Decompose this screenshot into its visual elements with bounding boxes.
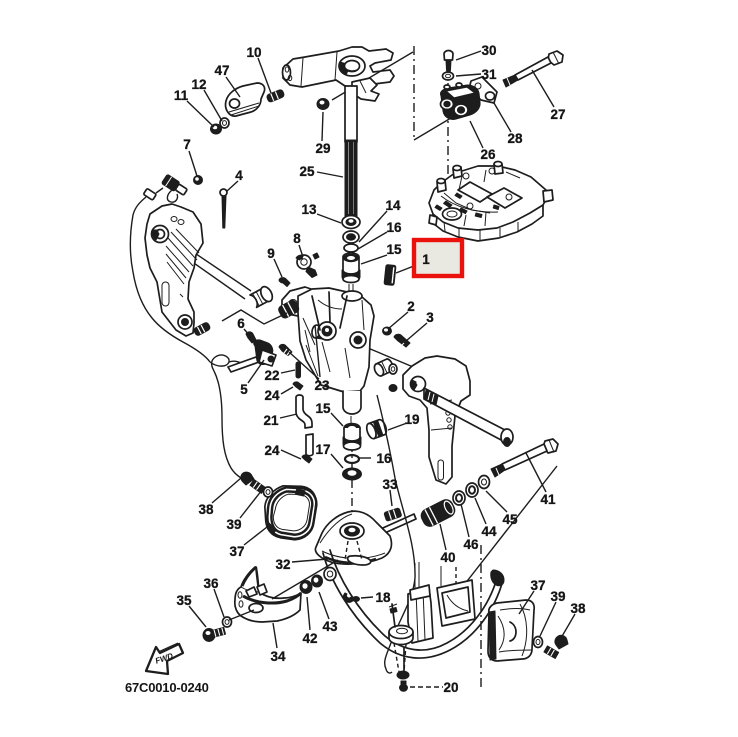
svg-text:14: 14 bbox=[385, 198, 401, 213]
svg-text:15: 15 bbox=[386, 242, 402, 257]
svg-text:26: 26 bbox=[480, 147, 496, 162]
svg-text:29: 29 bbox=[315, 141, 330, 156]
svg-text:20: 20 bbox=[443, 680, 458, 695]
svg-text:35: 35 bbox=[176, 593, 192, 608]
svg-text:2: 2 bbox=[407, 299, 415, 314]
svg-text:5: 5 bbox=[240, 382, 248, 397]
svg-text:15: 15 bbox=[315, 401, 331, 416]
svg-text:22: 22 bbox=[264, 368, 279, 383]
svg-text:24: 24 bbox=[264, 388, 280, 403]
svg-text:42: 42 bbox=[302, 631, 317, 646]
svg-text:16: 16 bbox=[376, 451, 392, 466]
svg-text:28: 28 bbox=[507, 131, 523, 146]
svg-text:17: 17 bbox=[315, 442, 330, 457]
svg-text:23: 23 bbox=[314, 378, 330, 393]
svg-text:41: 41 bbox=[540, 492, 556, 507]
svg-text:18: 18 bbox=[375, 590, 391, 605]
svg-text:10: 10 bbox=[246, 45, 261, 60]
svg-text:1: 1 bbox=[422, 252, 430, 267]
svg-text:47: 47 bbox=[214, 63, 229, 78]
svg-text:21: 21 bbox=[263, 413, 279, 428]
svg-text:38: 38 bbox=[198, 502, 214, 517]
svg-text:30: 30 bbox=[481, 43, 496, 58]
svg-text:36: 36 bbox=[203, 576, 219, 591]
svg-text:27: 27 bbox=[550, 107, 565, 122]
svg-text:6: 6 bbox=[237, 316, 245, 331]
svg-text:44: 44 bbox=[481, 524, 497, 539]
svg-text:34: 34 bbox=[270, 649, 286, 664]
svg-text:3: 3 bbox=[426, 310, 434, 325]
svg-text:4: 4 bbox=[235, 168, 243, 183]
svg-text:33: 33 bbox=[382, 477, 398, 492]
svg-text:37: 37 bbox=[229, 544, 244, 559]
svg-text:40: 40 bbox=[440, 550, 455, 565]
svg-text:25: 25 bbox=[299, 164, 315, 179]
svg-text:12: 12 bbox=[191, 77, 206, 92]
svg-text:45: 45 bbox=[502, 512, 518, 527]
svg-text:67C0010-0240: 67C0010-0240 bbox=[125, 680, 209, 695]
svg-text:43: 43 bbox=[322, 619, 338, 634]
svg-text:11: 11 bbox=[174, 88, 189, 103]
svg-text:7: 7 bbox=[183, 137, 191, 152]
svg-text:38: 38 bbox=[570, 601, 586, 616]
svg-text:39: 39 bbox=[226, 517, 241, 532]
svg-text:16: 16 bbox=[386, 220, 402, 235]
svg-text:8: 8 bbox=[293, 231, 301, 246]
svg-text:31: 31 bbox=[481, 67, 497, 82]
svg-text:39: 39 bbox=[550, 589, 565, 604]
svg-text:24: 24 bbox=[264, 443, 280, 458]
svg-text:19: 19 bbox=[404, 412, 419, 427]
svg-text:32: 32 bbox=[275, 557, 290, 572]
svg-text:9: 9 bbox=[267, 246, 275, 261]
svg-text:37: 37 bbox=[530, 578, 545, 593]
svg-text:46: 46 bbox=[463, 537, 479, 552]
svg-text:13: 13 bbox=[301, 202, 317, 217]
